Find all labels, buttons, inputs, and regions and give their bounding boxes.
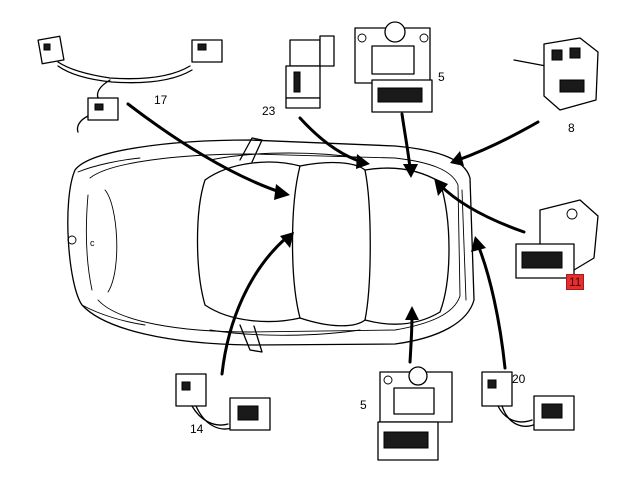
arrow-14-head: [280, 232, 294, 248]
harness-17-cable-d: [76, 115, 89, 133]
arrow-5-top-head: [403, 164, 418, 178]
mechanism-11-latch: [521, 251, 563, 269]
cable-20-wire-b: [501, 405, 537, 427]
lock-5a-motor: [377, 87, 423, 103]
module-23-body: [285, 65, 321, 99]
mechanism-11-screw: [566, 208, 578, 220]
part-11-lock-mechanism: [515, 199, 599, 279]
part-8-control-module: [513, 37, 599, 111]
front-bumper-top: [77, 157, 141, 173]
part-20-cable-connector: [481, 371, 575, 431]
arrow-23: [298, 116, 364, 164]
part-14-cable-connector: [175, 373, 271, 431]
part-5-door-lock-bottom: [377, 366, 453, 461]
harness-17-cable-c: [96, 79, 111, 99]
arrow-8: [456, 120, 540, 162]
module-23-base: [285, 97, 321, 109]
hood-emblem: [67, 235, 77, 245]
harness-17-cable-a: [57, 61, 191, 80]
cable-14-module: [229, 397, 271, 431]
windshield: [196, 161, 301, 323]
lock-5a-screw-a: [357, 33, 367, 43]
cable-14-connector: [175, 373, 207, 407]
car-hood: [85, 194, 93, 291]
module-23-side: [319, 35, 335, 67]
module-8-plug: [559, 79, 585, 93]
cabin-outline: [299, 161, 371, 327]
callout-8: 8: [568, 121, 575, 135]
cable-14-module-face: [237, 405, 259, 421]
arrow-11-head: [434, 178, 448, 196]
harness-17-pin-c: [94, 103, 104, 111]
arrow-8-head: [450, 151, 464, 166]
module-8-rod: [513, 59, 547, 67]
callout-14: 14: [190, 422, 204, 436]
cable-20-connector: [481, 371, 513, 407]
harness-17-cable-b: [57, 65, 193, 84]
arrow-14: [220, 236, 288, 376]
module-8-button-a: [551, 49, 563, 61]
harness-17-connector-b: [191, 39, 223, 63]
arrow-5-bottom-head: [405, 306, 419, 320]
car-hood-crease: [104, 189, 118, 293]
module-8-button-b: [569, 47, 581, 59]
lock-5b-screw: [383, 375, 393, 385]
lock-5a-frame: [371, 45, 415, 75]
cable-20-module-face: [541, 403, 563, 419]
car-body-inner-line: [89, 153, 461, 333]
mirror-right: [239, 324, 263, 353]
lock-5b-motor: [383, 431, 429, 449]
lock-5a-pivot: [384, 21, 406, 43]
arrow-5-top: [400, 112, 412, 170]
cable-20-pin: [487, 379, 497, 389]
part-5-door-lock-top: [354, 21, 433, 113]
callout-17: 17: [154, 93, 168, 107]
arrow-20-head: [471, 236, 486, 252]
cable-14-pin: [181, 381, 191, 391]
arrow-17-head: [274, 184, 290, 200]
rear-deck: [364, 167, 450, 325]
rear-edge: [461, 189, 467, 301]
callout-5-top: 5: [438, 70, 445, 84]
arrow-11: [438, 183, 526, 234]
harness-17-pin-b: [197, 43, 207, 51]
part-23-switch-module: [285, 35, 335, 109]
hood-mark: c: [90, 238, 95, 248]
mirror-left: [239, 137, 263, 163]
module-23-slot: [293, 71, 301, 93]
harness-17-pin-a: [43, 43, 51, 51]
callout-5-bottom: 5: [360, 398, 367, 412]
part-17-wiring-harness: [37, 35, 223, 133]
lock-5b-pivot: [408, 366, 428, 386]
car-body: c: [67, 137, 475, 353]
callout-20: 20: [512, 372, 526, 386]
arrow-17: [126, 102, 282, 194]
arrow-20: [476, 243, 507, 370]
car-outline: [67, 139, 475, 346]
front-bumper-bottom: [81, 304, 146, 326]
cable-20-wire-a: [497, 405, 533, 423]
cable-14-wire-b: [195, 405, 233, 430]
lock-5a-screw-b: [419, 33, 429, 43]
pointer-arrows: [126, 102, 540, 376]
callout-11: 11: [566, 274, 585, 290]
module-23-top: [289, 39, 321, 67]
lock-5b-frame: [393, 387, 435, 415]
door-line-bottom: [209, 329, 361, 336]
arrow-23-head: [356, 154, 370, 169]
harness-17-connector-a: [37, 35, 65, 65]
callout-23: 23: [262, 104, 276, 118]
